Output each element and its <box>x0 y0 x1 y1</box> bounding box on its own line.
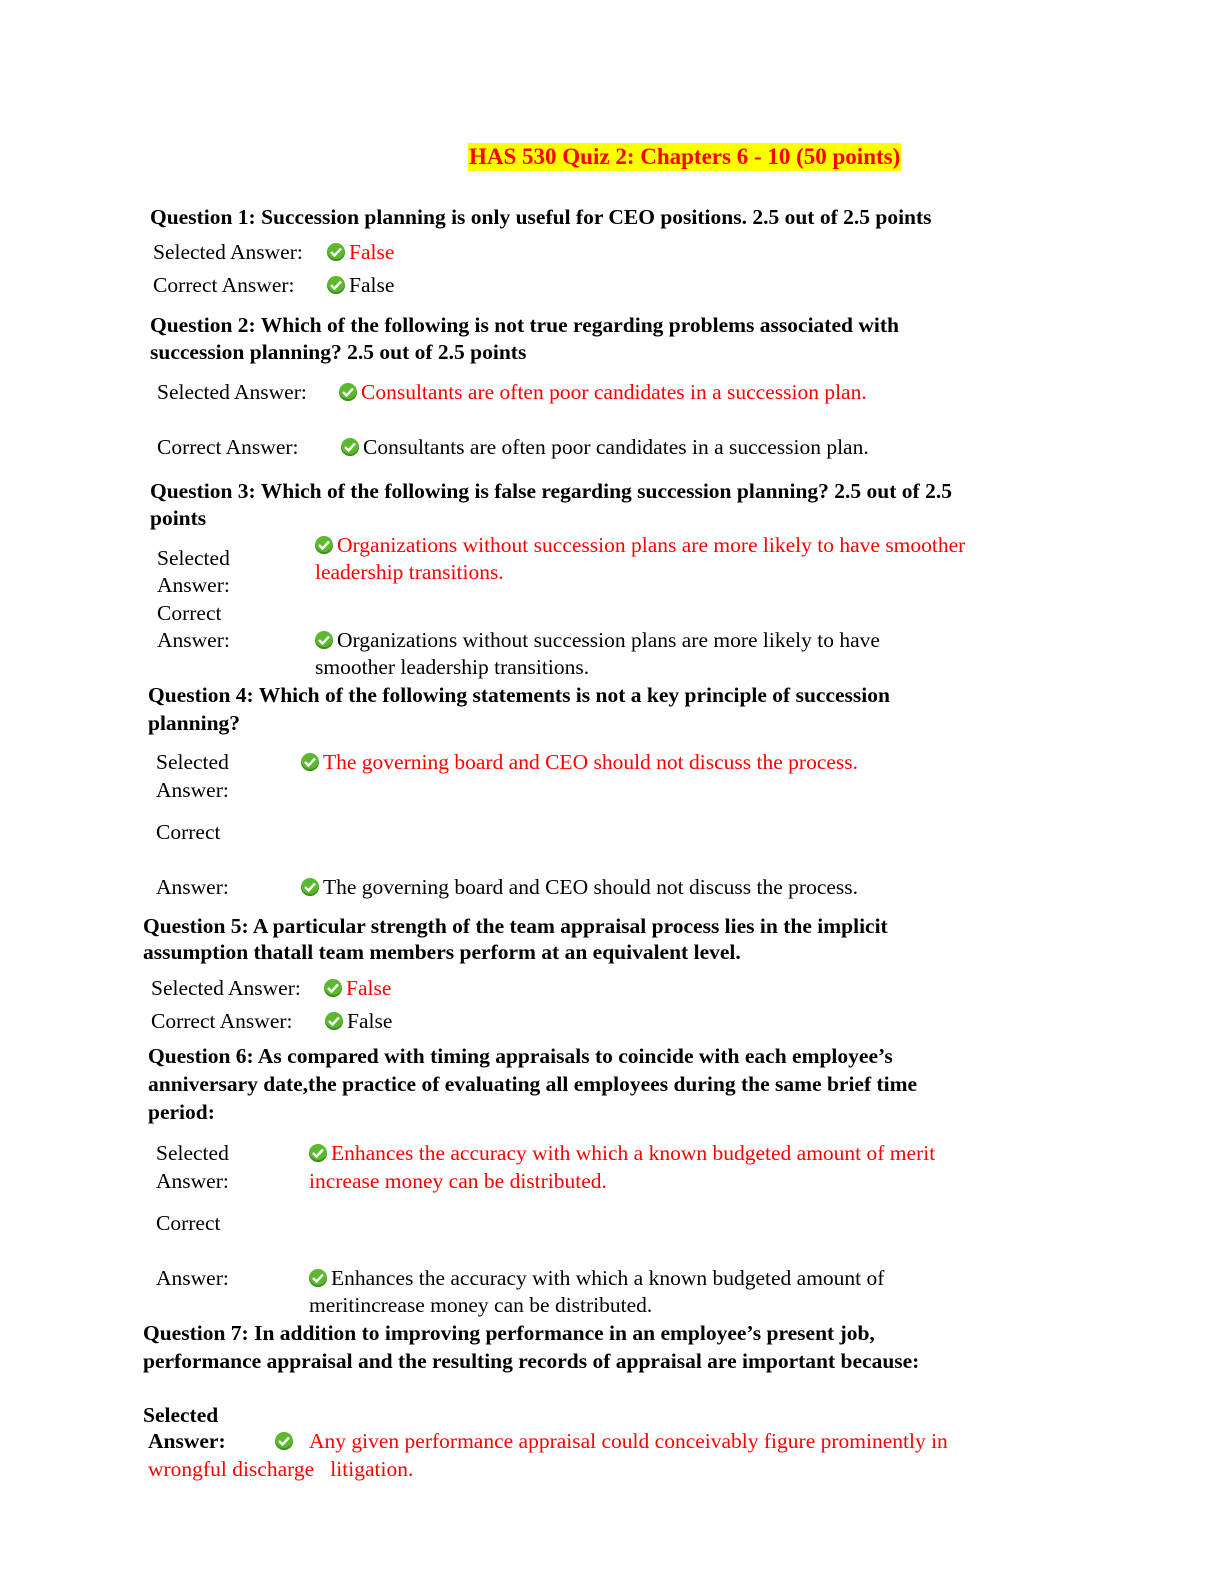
q5-correct-answer: False <box>325 1008 392 1035</box>
question-7-text: Question 7: In addition to improving per… <box>143 1321 875 1345</box>
q6-selected-label: Selected <box>156 1141 229 1165</box>
check-circle-icon <box>301 878 319 896</box>
q6-selected-answer-line2: increase money can be distributed. <box>309 1169 607 1193</box>
q4-selected-answer: The governing board and CEO should not d… <box>301 749 858 776</box>
question-7-text-line2: performance appraisal and the resulting … <box>143 1349 920 1373</box>
q4-selected-label: Selected <box>156 750 229 774</box>
q3-answer-label: Answer: <box>157 573 230 597</box>
q6-correct-label: Correct <box>156 1211 221 1235</box>
q6-correct-answer: Enhances the accuracy with which a known… <box>309 1265 884 1292</box>
question-2-text-line2: succession planning? 2.5 out of 2.5 poin… <box>150 340 527 364</box>
q2-correct-label: Correct Answer: <box>157 435 299 459</box>
q3-selected-label: Selected <box>157 546 230 570</box>
q6-correct-answer-line2: meritincrease money can be distributed. <box>309 1293 653 1317</box>
q4-correct-answer-label: Answer: <box>156 875 229 899</box>
q5-correct-label: Correct Answer: <box>151 1009 293 1033</box>
q6-selected-answer: Enhances the accuracy with which a known… <box>309 1140 935 1167</box>
check-circle-icon <box>339 383 357 401</box>
q3-correct-label: Correct <box>157 601 222 625</box>
q5-selected-label: Selected Answer: <box>151 976 301 1000</box>
q1-selected-label: Selected Answer: <box>153 240 303 264</box>
question-6-text-line2: anniversary date,the practice of evaluat… <box>148 1072 918 1096</box>
q7-answer-label: Answer: <box>148 1429 226 1453</box>
q3-selected-answer-line2: leadership transitions. <box>315 560 504 584</box>
q7-selected-label: Selected <box>143 1403 219 1427</box>
question-3-text-line2: points <box>150 506 207 530</box>
q6-correct-answer-label: Answer: <box>156 1266 229 1290</box>
check-circle-icon <box>309 1269 327 1287</box>
check-circle-icon <box>301 753 319 771</box>
check-circle-icon <box>315 631 333 649</box>
check-circle-icon <box>275 1432 293 1450</box>
q7-selected-answer: Any given performance appraisal could co… <box>275 1428 948 1455</box>
q2-selected-label: Selected Answer: <box>157 380 307 404</box>
q7-selected-answer-line2: wrongful discharge litigation. <box>148 1457 414 1481</box>
check-circle-icon <box>324 979 342 997</box>
q2-correct-answer: Consultants are often poor candidates in… <box>341 434 869 461</box>
check-circle-icon <box>327 243 345 261</box>
q1-selected-answer: False <box>327 239 394 266</box>
check-circle-icon <box>325 1012 343 1030</box>
check-circle-icon <box>341 438 359 456</box>
check-circle-icon <box>309 1144 327 1162</box>
question-4-text-line2: planning? <box>148 711 241 735</box>
q6-answer-label: Answer: <box>156 1169 229 1193</box>
q3-correct-answer: Organizations without succession plans a… <box>315 627 880 654</box>
check-circle-icon <box>315 536 333 554</box>
question-5-text-line2: assumption thatall team members perform … <box>143 940 741 964</box>
q3-correct-answer-label: Answer: <box>157 628 230 652</box>
question-5-text: Question 5: A particular strength of the… <box>143 914 888 938</box>
question-6-text-line3: period: <box>148 1100 215 1124</box>
check-circle-icon <box>327 276 345 294</box>
question-1-text: Question 1: Succession planning is only … <box>150 205 932 229</box>
question-2-text: Question 2: Which of the following is no… <box>150 313 899 337</box>
question-4-text: Question 4: Which of the following state… <box>148 683 890 707</box>
q4-answer-label: Answer: <box>156 778 229 802</box>
q1-correct-answer: False <box>327 272 394 299</box>
q3-selected-answer: Organizations without succession plans a… <box>315 532 965 559</box>
question-6-text: Question 6: As compared with timing appr… <box>148 1044 893 1068</box>
question-3-text: Question 3: Which of the following is fa… <box>150 479 952 503</box>
q4-correct-label: Correct <box>156 820 221 844</box>
q1-correct-label: Correct Answer: <box>153 273 295 297</box>
quiz-title: HAS 530 Quiz 2: Chapters 6 - 10 (50 poin… <box>468 143 902 171</box>
q3-correct-answer-line2: smoother leadership transitions. <box>315 655 590 679</box>
q4-correct-answer: The governing board and CEO should not d… <box>301 874 858 901</box>
q2-selected-answer: Consultants are often poor candidates in… <box>339 379 867 406</box>
q5-selected-answer: False <box>324 975 391 1002</box>
